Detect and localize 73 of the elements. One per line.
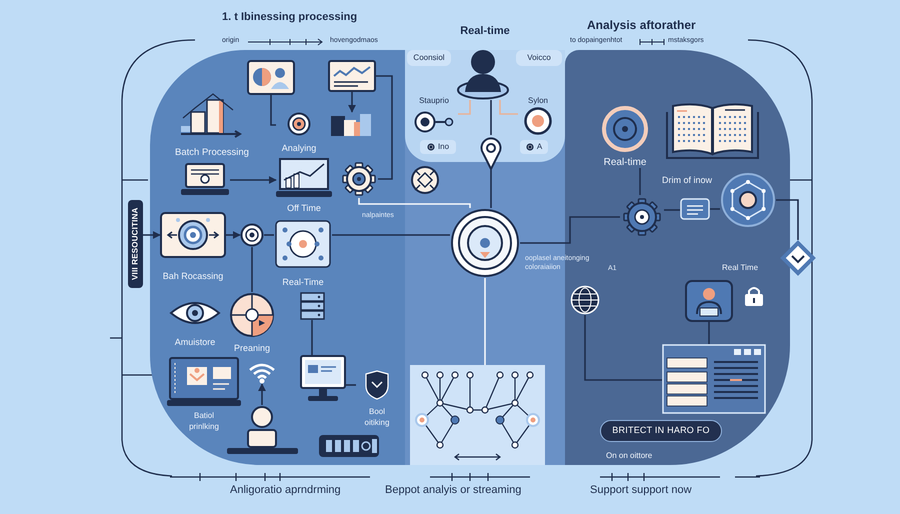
connector-line	[639, 168, 641, 195]
node-label: Preaning	[234, 343, 270, 354]
status-pill: BRITECT IN HARO FO	[600, 420, 722, 442]
arrow	[230, 176, 277, 184]
connector-line	[584, 315, 662, 381]
arrow	[348, 92, 356, 113]
node-label: Analying	[282, 143, 316, 154]
chart-window-icon	[328, 60, 376, 92]
connector-line	[346, 384, 356, 386]
gear-icon	[340, 160, 378, 198]
lock-icon	[742, 285, 766, 307]
globe-icon	[570, 285, 600, 315]
panel-heading: Real-time	[459, 24, 511, 38]
connector-line	[490, 170, 492, 208]
speech-bubble: Voicco	[516, 50, 562, 66]
node-label: Batch Processing	[175, 147, 249, 158]
tag-text: A	[536, 143, 542, 151]
node-label: Real-time	[604, 157, 646, 168]
person-silhouette-icon	[456, 48, 510, 100]
chart-card-icon	[247, 60, 295, 95]
vertical-tag: VIII RESOUCITINA	[128, 200, 143, 288]
laptop-icon	[180, 163, 230, 196]
caption-text: Support support now	[590, 483, 692, 498]
person-laptop-icon	[225, 405, 300, 455]
router-icon	[318, 434, 380, 458]
connector-line	[332, 234, 450, 236]
connector-line	[520, 216, 620, 244]
connector-line	[664, 209, 680, 211]
connector-line	[490, 100, 492, 135]
panel-heading: 1. t Ibinessing processing	[222, 10, 358, 24]
connector-line	[776, 199, 799, 240]
arrow	[226, 231, 241, 239]
node-label: Sylon	[528, 95, 548, 106]
node-label: Batiol prinlking	[188, 410, 220, 432]
wifi-icon	[248, 362, 276, 384]
arrow	[143, 231, 161, 239]
tag	[520, 140, 548, 154]
tag	[420, 140, 456, 154]
node-label: Real-Time	[282, 277, 324, 288]
node-label: Bah Rocassing	[162, 271, 224, 282]
connector-line	[708, 322, 710, 344]
connector-line	[264, 234, 274, 236]
note-text: Real Time	[722, 262, 758, 274]
node-label: Bool oitiking	[364, 406, 390, 428]
connector-line	[270, 95, 276, 126]
panel-heading: Analysis aftorather	[587, 18, 696, 32]
window-list-icon	[662, 344, 766, 414]
caption-text: Anligoratio aprndrming	[230, 483, 341, 498]
server-icon	[300, 292, 325, 320]
note-text: On on oittore	[606, 450, 652, 462]
caption-text: Beppot analyis or streaming	[385, 483, 522, 498]
connector-line	[458, 100, 471, 115]
tag-text: Ino	[438, 143, 450, 151]
connector-line	[251, 247, 253, 292]
diamond-icon	[780, 240, 816, 276]
node-label: Stauprio	[419, 95, 449, 106]
connector-line	[499, 100, 518, 115]
hexagon-network-icon	[720, 172, 776, 228]
speech-bubble: Coonsiol	[407, 50, 451, 66]
document-icon	[680, 198, 710, 220]
blocks-icon	[330, 112, 372, 138]
connector-line	[376, 75, 393, 180]
connector-line	[311, 320, 313, 355]
location-pin-icon	[480, 135, 502, 170]
connector-line	[710, 208, 720, 210]
person-card-icon	[685, 280, 733, 322]
node-label: Off Time	[287, 203, 321, 214]
connector-line	[358, 198, 471, 208]
target-ring-icon	[450, 208, 520, 278]
node-label: Amuistore	[174, 337, 216, 348]
note-text: Drim of inow	[662, 174, 712, 187]
connector-line	[484, 278, 486, 365]
arrow	[258, 383, 266, 405]
